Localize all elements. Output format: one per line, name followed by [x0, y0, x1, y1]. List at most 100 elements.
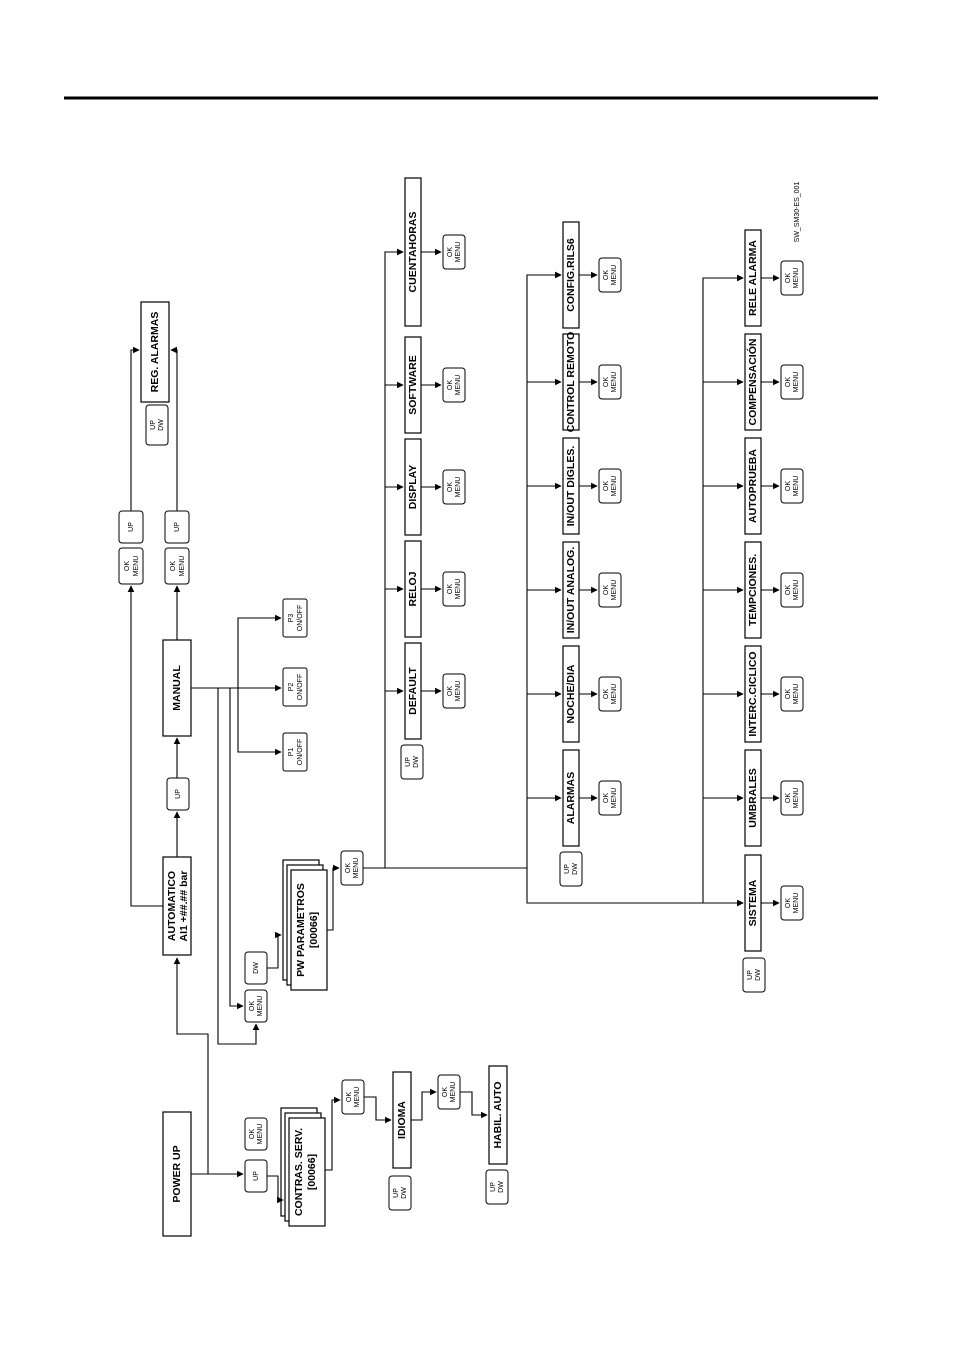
svg-text:P2: P2	[288, 683, 295, 692]
ok-label: OK	[447, 247, 454, 257]
menu-label: MENU	[611, 580, 618, 601]
default-box: DEFAULT	[404, 642, 422, 740]
branch-arrows	[385, 248, 780, 907]
svg-text:DW: DW	[401, 1187, 408, 1199]
menu-label: MENU	[611, 684, 618, 705]
menu-label: MENU	[793, 268, 800, 289]
svg-text:MENU: MENU	[257, 1124, 264, 1145]
svg-text:AI1 +##.## bar: AI1 +##.## bar	[178, 871, 190, 942]
svg-text:DW: DW	[158, 419, 165, 431]
menu-label: MENU	[793, 580, 800, 601]
document-code: SW_SM30-ES_001	[794, 182, 801, 243]
svg-text:DW: DW	[498, 1181, 505, 1193]
svg-text:CONTRAS. SERV.: CONTRAS. SERV.	[293, 1128, 305, 1216]
autoprueba-box: AUTOPRUEBA	[744, 437, 762, 535]
habil-auto-box: HABIL. AUTO	[488, 1065, 508, 1165]
svg-text:OK: OK	[442, 1087, 449, 1097]
compensacion-box: COMPENSACIÓN	[744, 333, 762, 431]
rele-alarma-box: RELE ALARMA	[744, 229, 762, 327]
svg-text:UP: UP	[150, 420, 157, 430]
menu-label: MENU	[611, 372, 618, 393]
menu-label: MENU	[455, 579, 462, 600]
svg-text:UMBRALES: UMBRALES	[747, 768, 759, 828]
automatico-box: AUTOMATICO AI1 +##.## bar	[162, 856, 192, 956]
manual-box: MANUAL	[162, 639, 192, 737]
ok-label: OK	[447, 584, 454, 594]
svg-text:UP: UP	[175, 789, 182, 799]
svg-text:CONFIG.RILS6: CONFIG.RILS6	[565, 238, 577, 312]
svg-text:DW: DW	[572, 863, 579, 875]
svg-text:OK: OK	[346, 1092, 353, 1102]
svg-text:MENU: MENU	[179, 556, 186, 577]
svg-text:P1: P1	[288, 748, 295, 757]
svg-text:UP: UP	[393, 1188, 400, 1198]
ok-menu-key-1: OK MENU	[244, 1117, 268, 1151]
ok-label: OK	[603, 585, 610, 595]
svg-text:ON/OFF: ON/OFF	[297, 605, 304, 631]
svg-text:REG. ALARMAS: REG. ALARMAS	[149, 312, 161, 393]
svg-text:TEMPCIONES.: TEMPCIONES.	[747, 554, 759, 626]
svg-text:HABIL. AUTO: HABIL. AUTO	[492, 1081, 504, 1148]
svg-text:[00066]: [00066]	[306, 1154, 318, 1190]
ok-menu-key-2: OK MENU	[244, 989, 268, 1023]
svg-text:SISTEMA: SISTEMA	[747, 879, 759, 926]
tempciones-box: TEMPCIONES.	[744, 541, 762, 639]
ok-label: OK	[603, 793, 610, 803]
svg-text:SOFTWARE: SOFTWARE	[407, 355, 419, 415]
svg-text:RELOJ: RELOJ	[407, 571, 419, 606]
svg-text:AUTOMATICO: AUTOMATICO	[166, 871, 178, 941]
up-key-2: UP	[166, 777, 190, 811]
idioma-box: IDIOMA	[392, 1071, 412, 1169]
svg-text:IDIOMA: IDIOMA	[396, 1101, 408, 1139]
reloj-box: RELOJ	[404, 540, 422, 638]
menu-label: MENU	[611, 265, 618, 286]
display-box: DISPLAY	[404, 438, 422, 536]
umbrales-box: UMBRALES	[744, 749, 762, 847]
svg-text:OK: OK	[170, 561, 177, 571]
svg-text:POWER UP: POWER UP	[171, 1145, 183, 1202]
svg-text:IN/OUT DIGLES.: IN/OUT DIGLES.	[565, 446, 577, 527]
svg-text:DISPLAY: DISPLAY	[407, 465, 419, 510]
ok-label: OK	[603, 377, 610, 387]
ok-label: OK	[785, 793, 792, 803]
up-key-3: UP	[118, 510, 144, 544]
up-key-1: UP	[244, 1159, 268, 1193]
p2-toggle: P2 ON/OFF	[282, 667, 308, 707]
svg-text:MENU: MENU	[354, 1087, 361, 1108]
sistema-box: SISTEMA	[744, 854, 762, 952]
contras-serv-box: CONTRAS. SERV. [00066]	[280, 1107, 326, 1227]
up-dw-key-row1: UP DW	[400, 744, 424, 780]
ok-label: OK	[785, 273, 792, 283]
ok-label: OK	[785, 689, 792, 699]
p3-toggle: P3 ON/OFF	[282, 598, 308, 638]
ok-label: OK	[447, 380, 454, 390]
reg-alarmas-box: REG. ALARMAS	[140, 301, 170, 403]
noche-dia-box: NOCHE/DIA	[562, 645, 580, 743]
up-dw-key-reg: UP DW	[145, 404, 169, 446]
in-out-digles-box: IN/OUT DIGLES.	[562, 437, 580, 535]
ok-label: OK	[785, 585, 792, 595]
svg-text:UP: UP	[405, 757, 412, 767]
svg-text:OK: OK	[345, 863, 352, 873]
up-key-4: UP	[164, 510, 190, 544]
in-out-analog-box: IN/OUT ANALOG.	[562, 541, 580, 639]
svg-text:ON/OFF: ON/OFF	[297, 739, 304, 765]
svg-text:[00066]: [00066]	[308, 912, 320, 948]
svg-text:MANUAL: MANUAL	[171, 665, 183, 711]
svg-text:ON/OFF: ON/OFF	[297, 674, 304, 700]
alarmas-box: ALARMAS	[562, 749, 580, 847]
svg-text:P3: P3	[288, 614, 295, 623]
connectors	[127, 248, 744, 1204]
up-dw-key-habil: UP DW	[485, 1169, 509, 1205]
ok-label: OK	[785, 481, 792, 491]
